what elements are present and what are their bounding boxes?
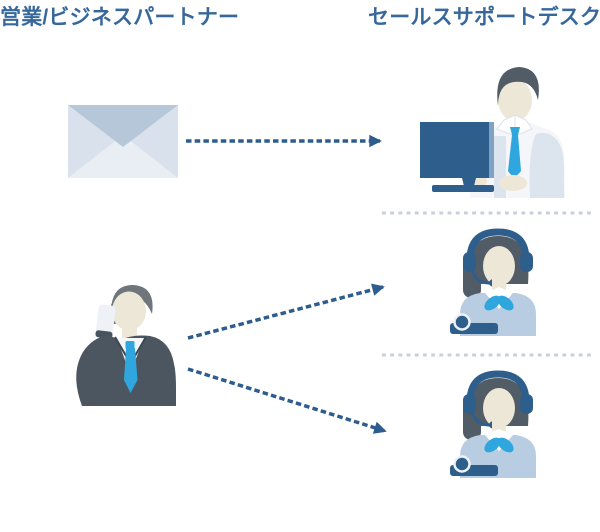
businessman-phone-icon <box>76 284 176 406</box>
call-arrow-up <box>187 283 385 340</box>
call-operator-icon-bottom <box>450 374 536 478</box>
right-column-header: セールスサポートデスク <box>368 6 600 29</box>
support-agent-computer-icon <box>420 67 565 198</box>
monitor-icon <box>420 122 494 192</box>
mobile-phone-icon <box>95 304 116 339</box>
envelope-icon <box>68 105 178 178</box>
left-column-header: 営業/ビジネスパートナー <box>0 6 240 29</box>
call-arrow-down <box>187 367 387 434</box>
call-operator-icon-top <box>450 232 536 336</box>
